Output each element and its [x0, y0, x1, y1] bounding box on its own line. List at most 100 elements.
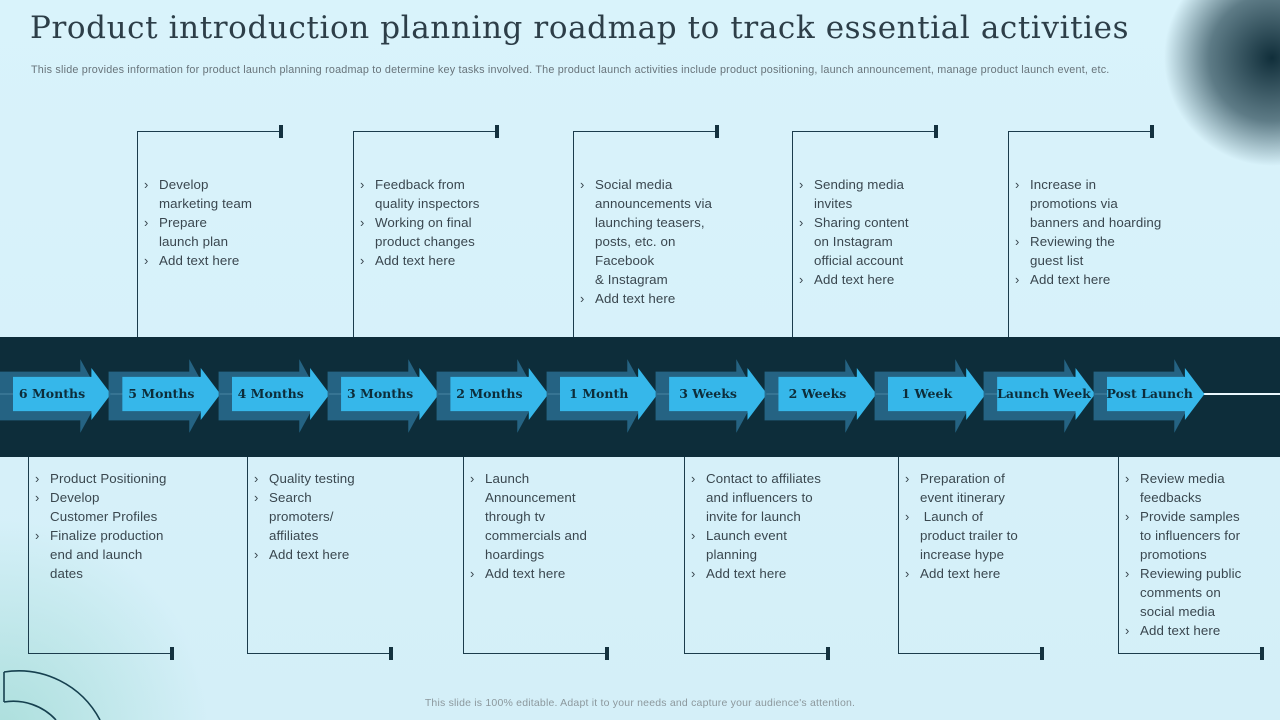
top-note-box-1: ›Develop marketing team›Prepare launch p… — [137, 125, 283, 337]
bullet-marker: › — [905, 471, 910, 486]
bullet-text: Search promoters/ affiliates — [269, 490, 334, 543]
bullet-item: ›Add text here — [254, 545, 422, 564]
bottom-note-box-5: › Preparation of event itinerary › Launch … — [898, 457, 1044, 660]
bullet-item: ›Launch event planning — [691, 526, 859, 564]
bullet-item: › Reviewing the guest list — [1015, 232, 1183, 270]
connector-v-line — [898, 457, 899, 654]
connector-h-line — [573, 131, 718, 132]
bullet-text: Add text here — [269, 547, 350, 562]
top-note-box-3: ›Social media announcements via launchin… — [573, 125, 719, 337]
bullet-item: › Preparation of event itinerary — [905, 469, 1073, 507]
arrow-label: 4 Months — [237, 386, 304, 401]
bullet-text: Provide samples to influencers for promo… — [1140, 509, 1241, 562]
bullet-item: ›Launch Announcement through tv commerci… — [470, 469, 638, 564]
timeline-arrow-4-months: 4 Months — [218, 359, 330, 433]
arrow-label: 3 Months — [346, 386, 414, 401]
bullet-item: › Add text here — [360, 251, 528, 270]
bullet-marker: › — [360, 253, 365, 268]
top-note-box-4: › Sending media invites › Sharing content o… — [792, 125, 938, 337]
bullet-text: Add text here — [375, 253, 456, 268]
bullet-text: Launch of product trailer to increase hy… — [920, 509, 1018, 562]
bullet-marker: › — [691, 471, 696, 486]
connector-tick — [495, 125, 499, 138]
bullet-item: ›Develop marketing team — [144, 175, 312, 213]
connector-tick — [1260, 647, 1264, 660]
connector-h-line — [247, 653, 392, 654]
bullet-item: ›Develop Customer Profiles — [35, 488, 203, 526]
bullet-text: Review media feedbacks — [1140, 471, 1225, 505]
bullet-text: Develop Customer Profiles — [50, 490, 158, 524]
connector-h-line — [137, 131, 282, 132]
top-note-box-5: › Increase in promotions via banners and … — [1008, 125, 1161, 337]
connector-v-line — [353, 131, 354, 337]
bullet-text: Reviewing public comments on social medi… — [1140, 566, 1242, 619]
bullet-marker: › — [1125, 566, 1130, 581]
bullet-list: ›Review media feedbacks›Provide samples … — [1125, 469, 1280, 640]
connector-v-line — [1118, 457, 1119, 654]
connector-h-line — [353, 131, 498, 132]
bullet-marker: › — [905, 509, 910, 524]
bullet-text: Reviewing the guest list — [1030, 234, 1115, 268]
arrow-label: Post Launch — [1106, 386, 1193, 401]
connector-v-line — [1008, 131, 1009, 337]
timeline-arrow-post-launch: Post Launch — [1093, 359, 1205, 433]
bullet-item: ›Add text here — [144, 251, 312, 270]
bullet-marker: › — [1125, 623, 1130, 638]
connector-tick — [605, 647, 609, 660]
bullet-item: › Add text here — [580, 289, 748, 308]
bullet-text: Feedback from quality inspectors — [375, 177, 480, 211]
connector-v-line — [247, 457, 248, 654]
bullet-item: › Feedback from quality inspectors — [360, 175, 528, 213]
bottom-note-box-1: ›Product Positioning›Develop Customer Pr… — [28, 457, 174, 660]
corner-arcs-decoration — [3, 670, 101, 720]
bullet-list: ›Launch Announcement through tv commerci… — [470, 469, 638, 583]
bottom-note-box-4: ›Contact to affiliates and influencers t… — [684, 457, 830, 660]
bullet-item: ›Product Positioning — [35, 469, 203, 488]
bullet-item: › Add text here — [1015, 270, 1183, 289]
connector-h-line — [792, 131, 937, 132]
connector-v-line — [28, 457, 29, 654]
bullet-marker: › — [580, 291, 585, 306]
bullet-marker: › — [799, 177, 804, 192]
bullet-item: ›Provide samples to influencers for prom… — [1125, 507, 1280, 564]
bullet-marker: › — [799, 215, 804, 230]
bullet-item: ›Increase in promotions via banners and … — [1015, 175, 1183, 232]
timeline-arrow-1-week: 1 Week — [874, 359, 986, 433]
bullet-list: ›Preparation of event itinerary› Launch … — [905, 469, 1073, 583]
bullet-marker: › — [1015, 272, 1020, 287]
bullet-text: Increase in promotions via banners and h… — [1030, 177, 1162, 230]
bullet-text: Sending media invites — [814, 177, 905, 211]
bullet-text: Preparation of event itinerary — [920, 471, 1006, 505]
bullet-item: ›Search promoters/ affiliates — [254, 488, 422, 545]
bullet-text: Add text here — [595, 291, 676, 306]
arrow-label: Launch Week — [997, 386, 1091, 401]
bullet-item: › Launch of product trailer to increase … — [905, 507, 1073, 564]
arrow-label: 3 Weeks — [679, 386, 737, 401]
bullet-text: Add text here — [1030, 272, 1111, 287]
bullet-marker: › — [905, 566, 910, 581]
bullet-item: ›Review media feedbacks — [1125, 469, 1280, 507]
bullet-marker: › — [691, 528, 696, 543]
bullet-item: ›Working on final product changes — [360, 213, 528, 251]
bullet-text: Add text here — [920, 566, 1001, 581]
bullet-text: Sharing content on Instagram official ac… — [814, 215, 909, 268]
arrow-label: 1 Week — [901, 386, 953, 401]
bottom-note-box-6: › Review media feedbacks › Provide samples … — [1118, 457, 1264, 660]
slide-title: Product introduction planning roadmap to… — [30, 10, 1130, 46]
connector-h-line — [28, 653, 173, 654]
timeline-arrow-3-months: 3 Months — [327, 359, 440, 433]
bullet-list: ›Develop marketing team›Prepare launch p… — [144, 175, 312, 270]
bullet-list: ›Social media announcements via launchin… — [580, 175, 748, 308]
timeline-arrow-5-months: 5 Months — [108, 359, 221, 433]
bullet-list: › Sending media invites › Sharing content o… — [799, 175, 967, 289]
connector-v-line — [137, 131, 138, 337]
bullet-text: Prepare launch plan — [159, 215, 229, 249]
timeline-arrow-2-months: 2 Months — [436, 359, 549, 433]
slide-footer-note: This slide is 100% editable. Adapt it to… — [424, 697, 856, 709]
timeline-arrow-6-months: 6 Months — [0, 359, 111, 433]
bullet-marker: › — [691, 566, 696, 581]
arrow-label: 2 Weeks — [788, 386, 847, 401]
bullet-marker: › — [1015, 234, 1020, 249]
bullet-marker: › — [360, 177, 365, 192]
